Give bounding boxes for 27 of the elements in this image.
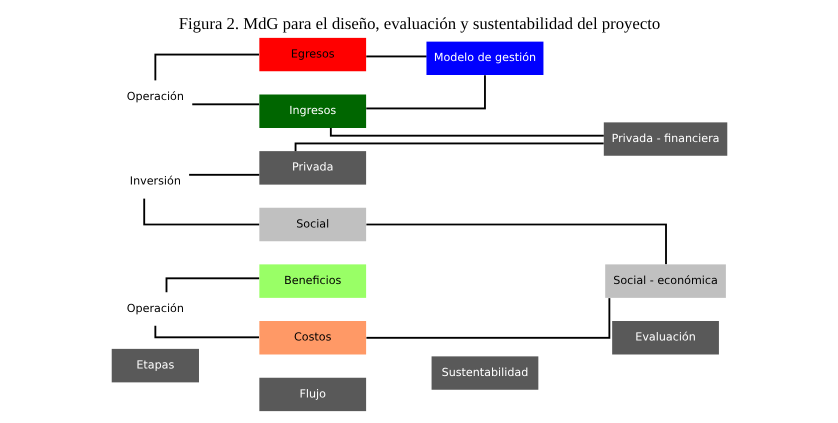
node-text: Operación — [126, 90, 184, 104]
node-box: Egresos — [258, 38, 366, 72]
connector — [366, 298, 610, 339]
node-text: Inversión — [129, 174, 180, 188]
node-box: Social - económica — [604, 264, 726, 298]
connector — [188, 174, 259, 176]
node-box: Sustentabilidad — [431, 356, 538, 390]
connector — [329, 128, 604, 137]
node-box: Ingresos — [258, 94, 366, 128]
node-box: Privada - financiera — [603, 122, 727, 156]
diagram-title: Figura 2. MdG para el diseño, evaluación y sustentabilidad del proyecto — [178, 14, 660, 33]
node-box: Social — [258, 208, 366, 242]
node-box: Modelo de gestión — [426, 42, 543, 76]
node-box: Evaluación — [612, 321, 718, 354]
node-box: Costos — [258, 321, 366, 354]
node-box: Flujo — [258, 378, 366, 412]
connector — [142, 198, 259, 226]
connector — [192, 103, 259, 106]
node-text: Operación — [126, 302, 184, 315]
connector — [294, 142, 604, 152]
node-box: Beneficios — [258, 264, 366, 298]
node-box: Etapas — [111, 348, 198, 382]
connector — [366, 224, 666, 264]
connector — [154, 54, 258, 80]
connector — [366, 75, 486, 110]
connector — [366, 56, 426, 58]
node-box: Privada — [258, 151, 366, 185]
